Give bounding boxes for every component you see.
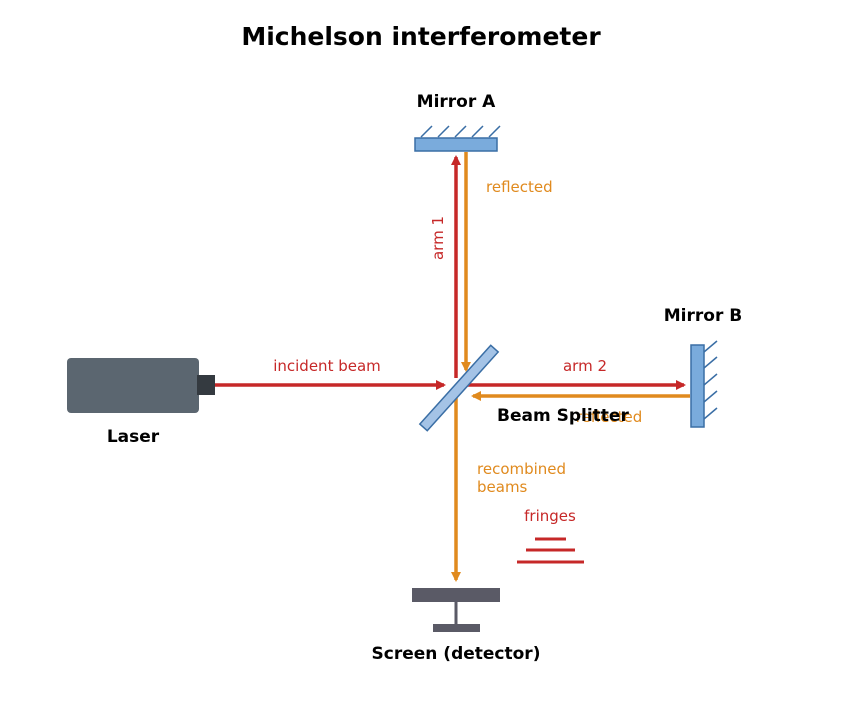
diagram-title: Michelson interferometer (241, 22, 601, 51)
screen-label: Screen (detector) (372, 644, 541, 664)
arm1-label: arm 1 (429, 216, 447, 260)
mirror-b-label: Mirror B (664, 306, 742, 326)
mirror-a-hatch (420, 125, 501, 138)
beam-splitter (418, 344, 500, 432)
mirror-a-surface (414, 137, 498, 152)
fringes-pattern (517, 537, 584, 564)
beam-splitter-label: Beam Splitter (497, 406, 629, 426)
arm2-label: arm 2 (563, 357, 607, 375)
mirror-b (690, 340, 718, 428)
fringes-label: fringes (524, 507, 576, 525)
mirror-a-label: Mirror A (417, 92, 496, 112)
incident-beam-label: incident beam (273, 357, 381, 375)
screen-base (433, 624, 480, 632)
recombined-label-line1: recombined (477, 460, 566, 478)
reflected-a-label: reflected (486, 178, 553, 196)
screen-detector (412, 588, 500, 632)
beam-splitter-plate (418, 344, 500, 432)
mirror-b-hatch (703, 340, 718, 420)
reflected-b-label: reflected (576, 408, 643, 426)
mirror-a (414, 125, 501, 152)
mirror-b-surface (690, 344, 705, 428)
laser (67, 358, 215, 413)
laser-label: Laser (107, 427, 160, 447)
laser-body (67, 358, 199, 413)
laser-aperture (197, 375, 215, 395)
recombined-label-line2: beams (477, 478, 528, 496)
screen-panel (412, 588, 500, 602)
